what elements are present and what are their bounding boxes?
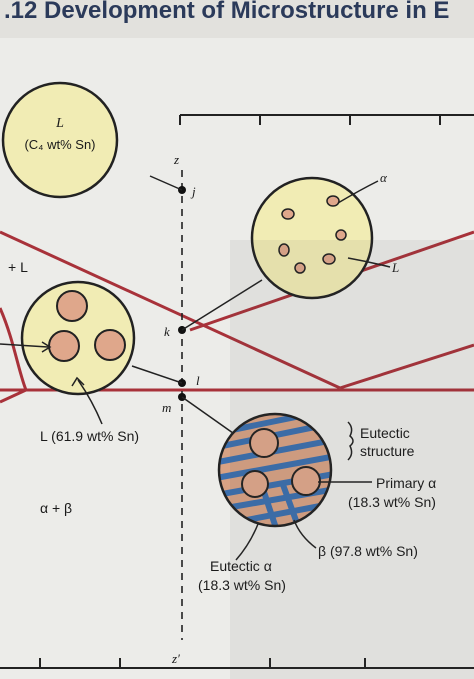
primary-alpha-line1: Primary α: [376, 475, 436, 491]
alpha-grain: [48, 330, 80, 362]
alpha-grain: [56, 290, 88, 322]
region-alpha-beta: α + β: [40, 500, 72, 516]
primary-alpha-grain: [291, 466, 321, 496]
liquid-composition: (C₄ wt% Sn): [24, 137, 95, 152]
primary-alpha-grain: [241, 470, 269, 498]
alpha-particle: [335, 229, 347, 241]
alpha-particle: [322, 253, 336, 265]
alpha-liquid-circle: α L: [181, 170, 399, 331]
liquid-circle: L (C₄ wt% Sn): [1, 81, 183, 199]
alpha-label: α: [380, 170, 388, 185]
liquid-61-label: L (61.9 wt% Sn): [40, 428, 139, 444]
alpha-particle: [294, 262, 306, 274]
eutectic-alpha-line1: Eutectic α: [210, 558, 272, 574]
region-liquid-plus: + L: [8, 259, 28, 275]
label-m: m: [162, 400, 171, 415]
alpha-grain: [94, 329, 126, 361]
shadow: [230, 240, 474, 679]
label-z: z: [173, 152, 179, 167]
primary-alpha-grain: [249, 428, 279, 458]
alpha-particle: [278, 243, 290, 257]
primary-alpha-line2: (18.3 wt% Sn): [348, 494, 436, 510]
eutectic-circle: Eutectic structure Primary α (18.3 wt% S…: [181, 396, 436, 593]
circle-liquid-label: L: [391, 260, 399, 275]
eutectic-alpha-line2: (18.3 wt% Sn): [198, 577, 286, 593]
alpha-particle: [281, 208, 295, 220]
liquid-61-circle: L (61.9 wt% Sn): [0, 280, 183, 444]
section-title: .12 Development of Microstructure in E: [4, 0, 449, 24]
alpha-particle: [326, 195, 340, 207]
beta-label: β (97.8 wt% Sn): [318, 543, 418, 559]
eutectic-structure-line1: Eutectic: [360, 425, 410, 441]
label-l: l: [196, 373, 200, 388]
label-j: j: [190, 184, 196, 199]
eutectic-structure-line2: structure: [360, 443, 415, 459]
liquid-label: L: [55, 116, 64, 131]
label-z-prime: z′: [171, 651, 180, 666]
label-k: k: [164, 324, 170, 339]
